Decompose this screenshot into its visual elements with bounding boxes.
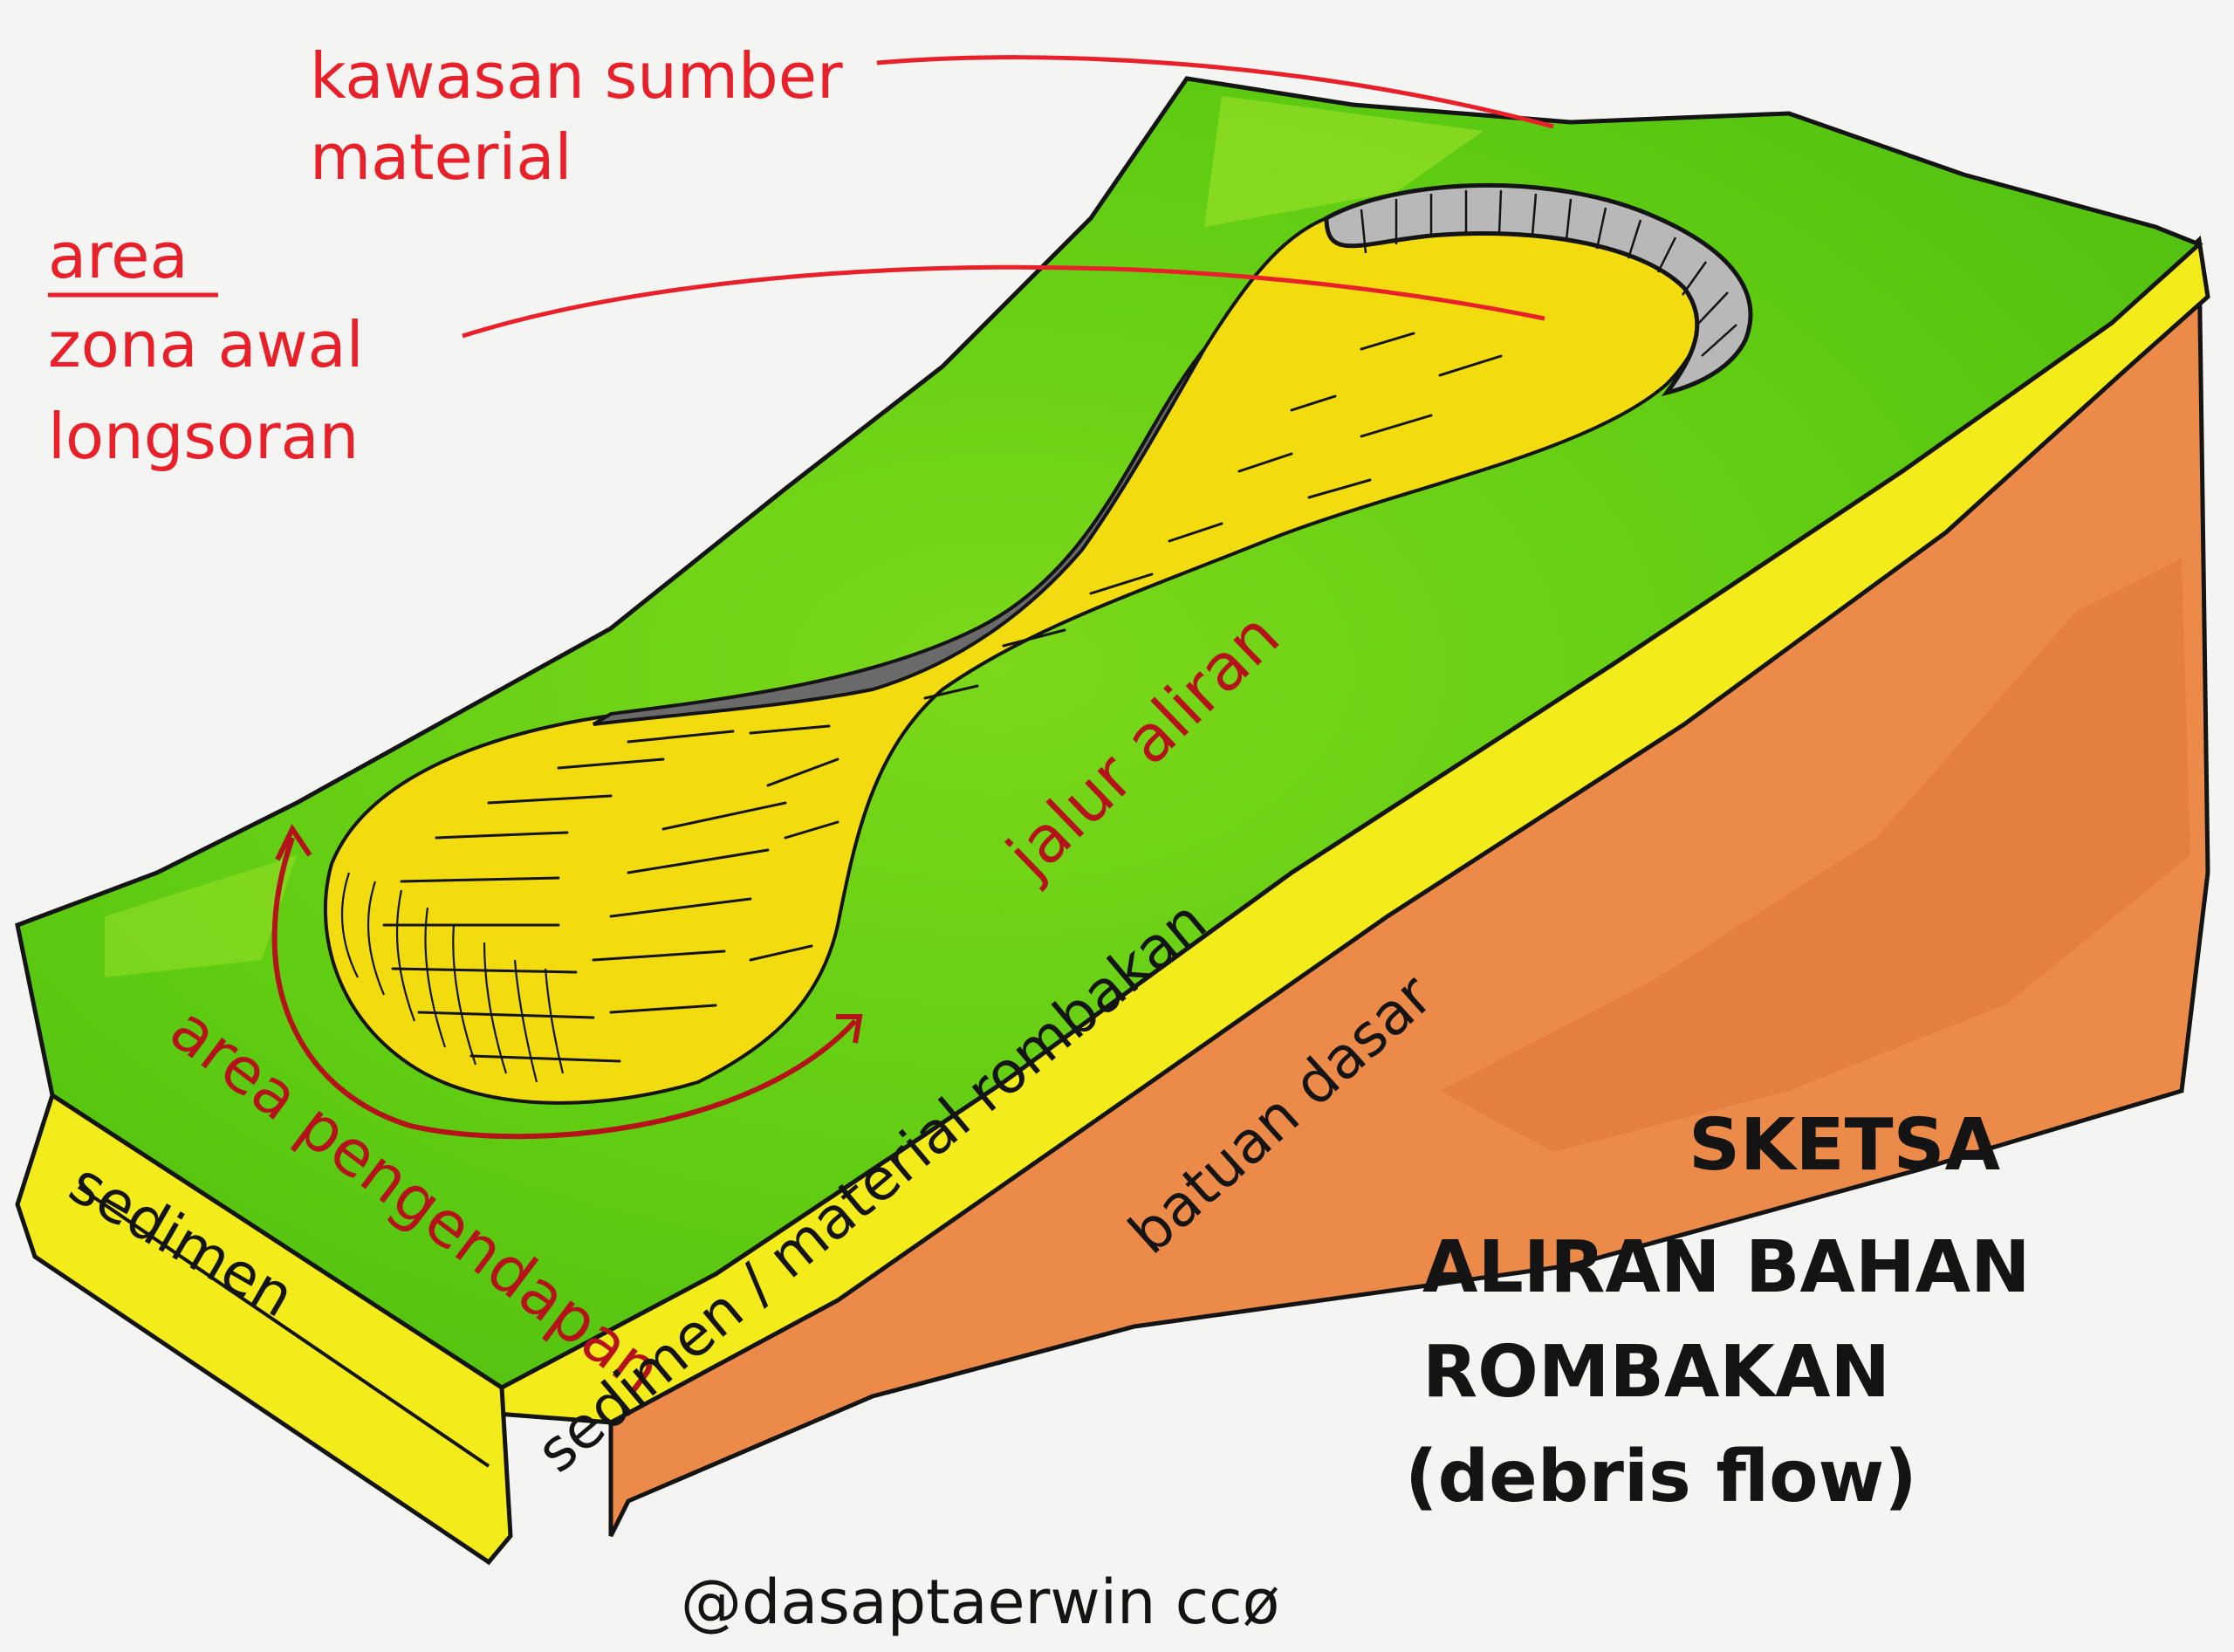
title-line1: SKETSA (1689, 1104, 2001, 1187)
label-source-line2: material (310, 120, 572, 194)
label-initiation-line2: zona awal (48, 308, 364, 381)
label-source-line1: kawasan sumber (310, 39, 843, 113)
scarp-left-rim (592, 347, 1206, 726)
deposit-front-lines (340, 872, 565, 1083)
source-area-leader (876, 55, 1554, 129)
title-line3: ROMBAKAN (1422, 1331, 1890, 1414)
bedrock-shading (1440, 559, 2190, 1152)
deposition-arc-arrow (271, 837, 858, 1140)
label-initiation-line1: area (48, 219, 188, 292)
title-line4: (debris flow) (1405, 1436, 1917, 1518)
debris-flow-texture (382, 332, 1503, 1063)
label-initiation-line3: longsoran (48, 400, 359, 473)
credit-handle: @dasaptaerwin ccø (681, 1566, 1279, 1638)
title-line2: ALIRAN BAHAN (1422, 1226, 2031, 1309)
initiation-leader (462, 264, 1545, 339)
scarp-rim (1324, 182, 1753, 397)
grass-highlight (1204, 96, 1484, 227)
scarp-hatching (1360, 189, 1737, 357)
